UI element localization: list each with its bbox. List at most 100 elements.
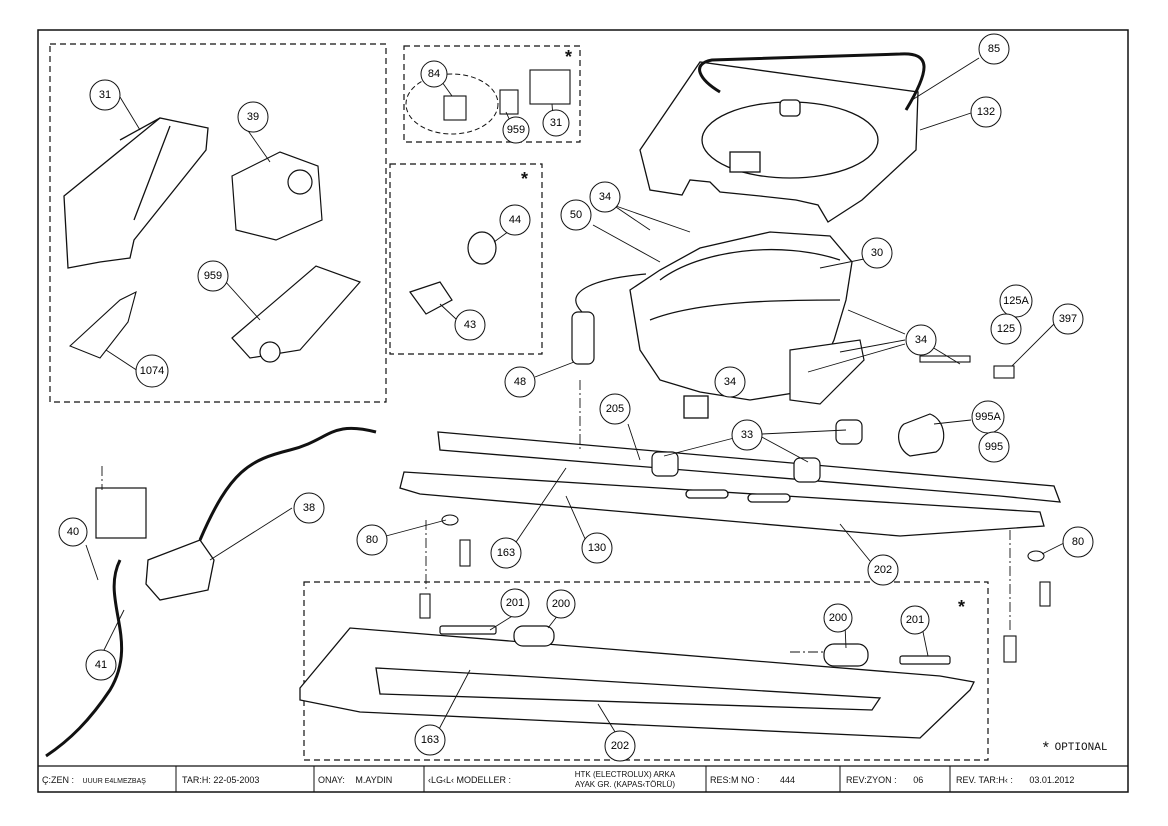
svg-text:130: 130 — [588, 542, 606, 554]
optional-spacers — [439, 625, 951, 667]
svg-text:995A: 995A — [975, 411, 1001, 423]
callout-34-right: 34 — [905, 324, 937, 356]
svg-text:43: 43 — [464, 319, 476, 331]
svg-text:202: 202 — [874, 564, 892, 576]
svg-text:84: 84 — [428, 68, 440, 80]
callout-1074: 1074 — [135, 354, 169, 388]
capacitor — [571, 273, 647, 365]
callout-163-bottom: 163 — [414, 724, 446, 756]
title-block-grid — [175, 766, 951, 792]
callout-130: 130 — [581, 532, 613, 564]
svg-text:163: 163 — [421, 734, 439, 746]
svg-text:39: 39 — [247, 111, 259, 123]
power-cord-41 — [45, 559, 124, 758]
approved-value: M.AYDIN — [355, 775, 393, 785]
svg-text:959: 959 — [507, 124, 525, 136]
relay-cover — [63, 117, 209, 269]
legend-text: OPTIONAL — [1054, 742, 1108, 754]
callout-43: 43 — [454, 309, 486, 341]
legend-symbol: * — [1041, 740, 1051, 758]
callout-959-top: 959 — [502, 116, 530, 144]
callout-201-left: 201 — [500, 588, 530, 618]
svg-text:33: 33 — [741, 429, 753, 441]
callout-38: 38 — [293, 492, 325, 524]
models-line-1: HTK (ELECTROLUX) ARKA — [574, 770, 676, 779]
models-line-2: AYAK GR. (KAPAS‹TÖRLÜ) — [574, 780, 675, 789]
optional-group-left — [49, 43, 387, 403]
drawn-by-value: UUUR E4LMEZBAŞ — [82, 778, 146, 785]
svg-text:34: 34 — [599, 191, 611, 203]
svg-text:41: 41 — [95, 659, 107, 671]
svg-text:48: 48 — [514, 376, 526, 388]
svg-text:34: 34 — [724, 376, 736, 388]
callout-48: 48 — [504, 366, 536, 398]
callout-202-bottom: 202 — [604, 730, 636, 762]
bolts — [419, 355, 1051, 663]
revision-cell: REV:ZYON : 06 — [846, 768, 948, 792]
drawing-no-cell: RES:M NO : 444 — [710, 768, 838, 792]
approved-label: ONAY: — [318, 775, 345, 785]
callout-397: 397 — [1052, 303, 1084, 335]
svg-text:34: 34 — [915, 334, 927, 346]
relay-bracket — [231, 265, 362, 363]
ptc-relay — [231, 151, 323, 241]
optional-marker-relay: * — [565, 47, 573, 67]
drawing-no-label: RES:M NO : — [710, 775, 760, 785]
svg-text:30: 30 — [871, 247, 883, 259]
revision-date-value: 03.01.2012 — [1029, 775, 1075, 785]
date-value: 22-05-2003 — [213, 775, 260, 785]
callout-34-top: 34 — [589, 181, 621, 213]
svg-text:44: 44 — [509, 214, 521, 226]
svg-text:959: 959 — [204, 270, 222, 282]
svg-text:125A: 125A — [1003, 295, 1029, 307]
callout-31-top: 31 — [542, 109, 570, 137]
rubber-grommets — [651, 419, 863, 483]
callout-200-left: 200 — [546, 589, 576, 619]
optional-group-ptc — [389, 163, 543, 355]
capacitor-round — [898, 413, 945, 457]
callout-84: 84 — [420, 60, 448, 88]
svg-text:31: 31 — [99, 89, 111, 101]
socket — [95, 487, 147, 539]
callout-31-left: 31 — [89, 79, 121, 111]
svg-text:125: 125 — [997, 323, 1015, 335]
optional-marker-ptc: * — [521, 169, 529, 189]
callout-163-top: 163 — [490, 537, 522, 569]
models-label-cell: ‹LG‹L‹ MODELLER : — [428, 768, 546, 792]
callout-201-right: 201 — [900, 605, 930, 635]
callout-132: 132 — [970, 96, 1002, 128]
callout-995A: 995A — [971, 400, 1005, 434]
overload-protector — [68, 290, 137, 359]
revision-date-label: REV. TAR:H‹ : — [956, 775, 1013, 785]
callout-33: 33 — [731, 419, 763, 451]
callout-125: 125 — [990, 313, 1022, 345]
optional-marker-bottom: * — [958, 597, 966, 617]
svg-text:202: 202 — [611, 740, 629, 752]
tray-handle — [698, 52, 926, 111]
optional-legend: *OPTIONAL — [1041, 740, 1107, 758]
callout-80-right: 80 — [1062, 526, 1094, 558]
drawing-border — [37, 29, 1129, 793]
svg-text:205: 205 — [606, 403, 624, 415]
center-lines — [101, 380, 1011, 653]
callout-40: 40 — [58, 517, 88, 547]
date-cell: TAR:H: 22-05-2003 — [182, 768, 312, 792]
svg-text:80: 80 — [1072, 536, 1084, 548]
callout-44: 44 — [499, 204, 531, 236]
svg-text:80: 80 — [366, 534, 378, 546]
callout-202-top: 202 — [867, 554, 899, 586]
compressor-bracket — [789, 339, 865, 405]
revision-date-cell: REV. TAR:H‹ : 03.01.2012 — [956, 768, 1126, 792]
svg-text:200: 200 — [552, 598, 570, 610]
callout-80-left: 80 — [356, 524, 388, 556]
connector-box — [145, 539, 215, 601]
approved-cell: ONAY: M.AYDIN — [318, 768, 422, 792]
callout-995: 995 — [978, 431, 1010, 463]
leader-lines — [85, 57, 1065, 741]
base-plate-upper — [437, 431, 1061, 503]
optional-base-plate — [299, 627, 975, 739]
drawn-by-label: Ç:ZEN : — [42, 775, 75, 785]
svg-text:85: 85 — [988, 43, 1000, 55]
relay-kit-parts — [443, 69, 571, 121]
